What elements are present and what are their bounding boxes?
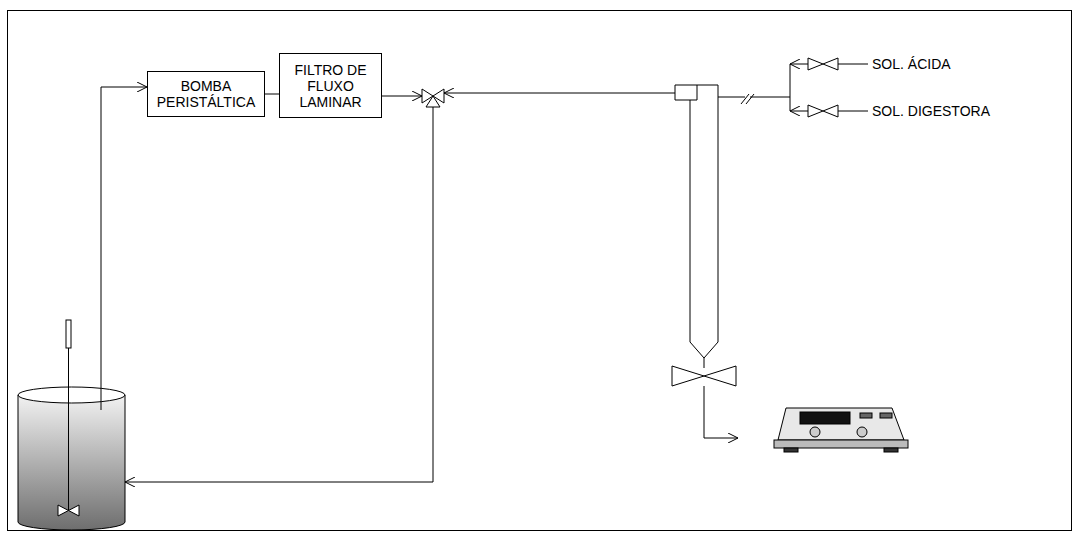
- solution-label: SOL. ÁCIDA: [872, 56, 951, 72]
- box-label: FILTRO DE FLUXO LAMINAR: [282, 58, 379, 114]
- box-label: BOMBA PERISTÁLTICA: [150, 74, 262, 114]
- solution-label: SOL. DIGESTORA: [872, 103, 990, 119]
- pipe-connector: [265, 94, 279, 95]
- process-box: BOMBA PERISTÁLTICA: [147, 71, 265, 117]
- process-box: FILTRO DE FLUXO LAMINAR: [279, 53, 382, 118]
